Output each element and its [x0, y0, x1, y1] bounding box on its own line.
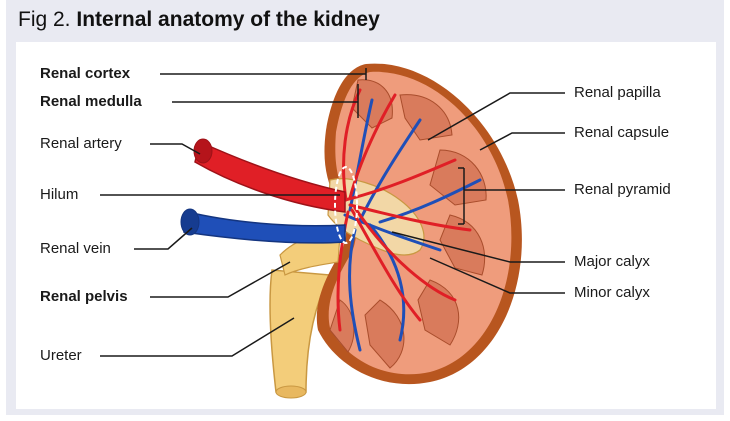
label-renal-vein: Renal vein [40, 240, 111, 258]
label-ureter: Ureter [40, 347, 82, 365]
renal-artery-illustration [194, 139, 345, 212]
label-renal-medulla: Renal medulla [40, 93, 142, 111]
label-renal-pyramid: Renal pyramid [574, 181, 671, 199]
label-renal-artery: Renal artery [40, 135, 122, 153]
label-renal-capsule: Renal capsule [574, 124, 669, 142]
label-renal-pelvis: Renal pelvis [40, 288, 128, 306]
renal-vein-illustration [181, 209, 345, 243]
label-hilum: Hilum [40, 186, 78, 204]
label-renal-cortex: Renal cortex [40, 65, 130, 83]
label-minor-calyx: Minor calyx [574, 284, 650, 302]
label-renal-papilla: Renal papilla [574, 84, 661, 102]
label-major-calyx: Major calyx [574, 253, 650, 271]
